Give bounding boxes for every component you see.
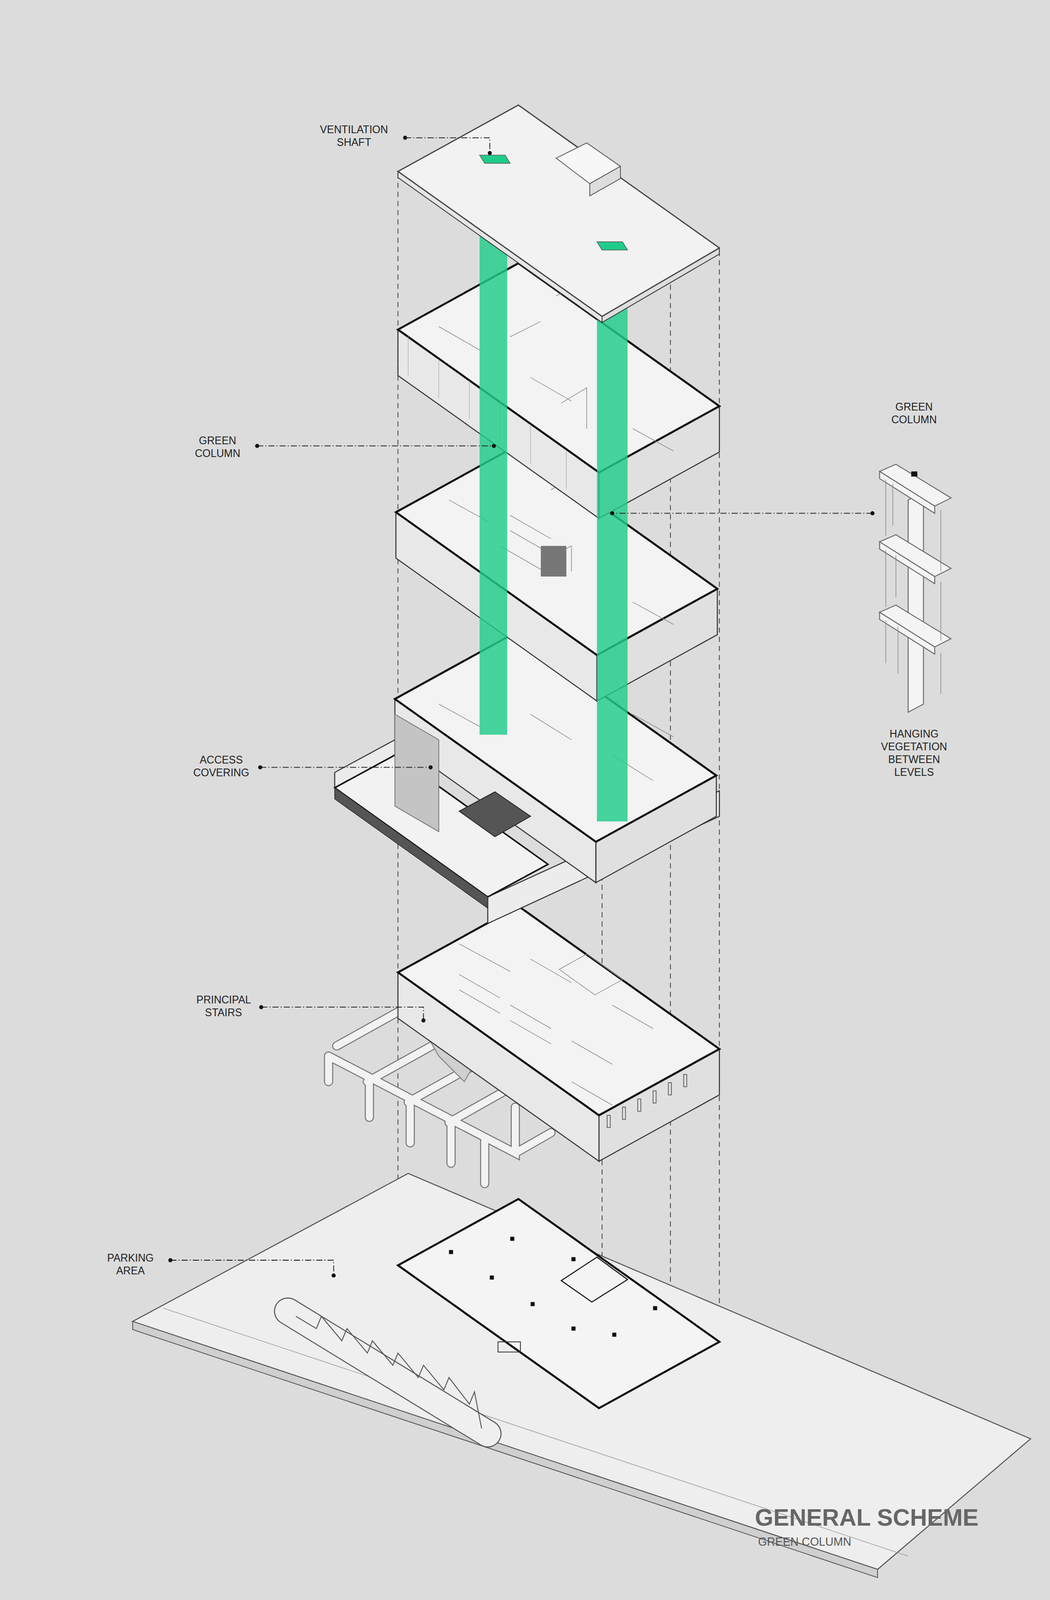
callout-label: PARKING AREA xyxy=(107,1251,154,1278)
callout-label: ACCESS COVERING xyxy=(193,753,250,780)
callout-label: GREEN COLUMN xyxy=(194,434,241,460)
callout-label: PRINCIPAL STAIRS xyxy=(196,993,251,1019)
callout-label: VENTILATION SHAFT xyxy=(319,123,388,149)
diagram-caption: GREEN COLUMN xyxy=(758,1535,852,1549)
callout-label: HANGING VEGETATION BETWEEN LEVELS xyxy=(881,727,948,779)
callout-label: GREEN COLUMN xyxy=(891,400,937,427)
diagram-title: GENERAL SCHEME xyxy=(754,1503,979,1532)
